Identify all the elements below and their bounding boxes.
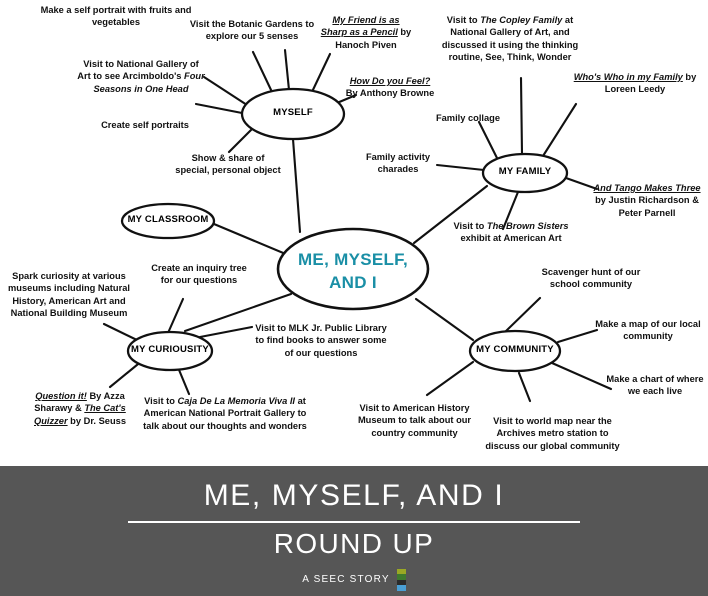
leaf-copley-family: Visit to The Copley Family at National G…: [441, 15, 579, 63]
banner-footer-text: A SEEC STORY: [302, 574, 390, 586]
connector-myself-friend-pencil: [309, 52, 332, 96]
node-my-curiousity: [126, 330, 214, 372]
leaf-national-gallery: Visit to National Gallery of Art to see …: [77, 59, 205, 94]
connector-curiousity-center: [183, 292, 293, 333]
title-banner: ME, MYSELF, AND I ROUND UP A SEEC STORY: [0, 466, 708, 596]
leaf-chart-where-live: Make a chart of where we each live: [606, 374, 704, 397]
connector-myself-show-share: [227, 126, 255, 154]
leaf-how-do-you-feel-book: How Do you Feel? By Anthony Browne: [345, 76, 435, 99]
connector-family-whos-who: [541, 102, 578, 158]
leaf-family-charades: Family activity charades: [365, 152, 431, 175]
banner-title: ME, MYSELF, AND I: [203, 479, 505, 512]
leaf-create-self-portraits: Create self portraits: [101, 120, 189, 130]
connector-community-american-history: [425, 360, 475, 397]
banner-divider: [128, 520, 580, 523]
node-center-me-myself-and-i: [276, 227, 430, 311]
node-my-family: [481, 152, 569, 194]
leaf-spark-curiosity: Spark curiosity at various museums inclu…: [8, 271, 130, 319]
leaf-map-local-community: Make a map of our local community: [595, 319, 701, 342]
leaf-brown-sisters: Visit to The Brown Sisters exhibit at Am…: [453, 221, 569, 244]
leaf-family-collage: Family collage: [435, 113, 501, 123]
connector-community-center: [414, 297, 475, 342]
connector-family-charades: [435, 163, 486, 172]
connector-family-tango: [564, 176, 599, 191]
node-myself: [240, 87, 346, 141]
connector-community-world-map: [517, 371, 532, 403]
leaf-whos-who-book: Who's Who in my Family by Loreen Leedy: [573, 72, 697, 95]
mindmap-canvas: MYSELF MY FAMILY MY CLASSROOM MY CURIOUS…: [8, 5, 704, 451]
connector-family-brown-sisters: [501, 190, 520, 231]
leaf-mlk-library: Visit to MLK Jr. Public Library to find …: [255, 323, 387, 358]
leaf-world-map-archives: Visit to world map near the Archives met…: [485, 416, 620, 451]
leaf-scavenger-hunt: Scavenger hunt of our school community: [541, 267, 641, 290]
leaf-self-portrait-fruits: Make a self portrait with fruits and veg…: [40, 5, 192, 28]
leaf-question-it-books: Question it! By Azza Sharawy & The Cat's…: [34, 391, 126, 426]
connector-myself-national-gallery: [202, 75, 249, 107]
connector-curiousity-mlk: [198, 325, 254, 339]
leaf-american-history: Visit to American History Museum to talk…: [357, 403, 472, 438]
node-my-classroom: [120, 202, 216, 240]
connector-community-scavenger: [503, 296, 542, 334]
leaf-caja-memoria: Visit to Caja De La Memoria Viva II at A…: [143, 396, 307, 431]
connector-community-map-local: [556, 328, 599, 344]
seec-blocks-logo-icon: [396, 568, 406, 591]
leaf-show-share-object: Show & share of special, personal object: [175, 153, 281, 176]
leaf-and-tango-book: And Tango Makes Three by Justin Richards…: [593, 183, 701, 218]
banner-footer: A SEEC STORY: [0, 568, 708, 591]
connector-myself-create-portraits: [194, 102, 244, 115]
connector-myself-self-portrait-fruits: [251, 50, 274, 94]
leaf-inquiry-tree: Create an inquiry tree for our questions: [151, 263, 247, 286]
connector-community-chart: [550, 361, 613, 391]
connector-curiousity-spark: [102, 322, 141, 343]
leaf-botanic-gardens: Visit the Botanic Gardens to explore our…: [189, 19, 315, 42]
connector-curiousity-inquiry-tree: [166, 297, 185, 335]
connector-myself-center: [291, 137, 302, 234]
connector-curiousity-question-it: [108, 358, 145, 389]
connector-family-collage: [477, 120, 499, 160]
connector-family-copley: [519, 76, 524, 156]
connector-family-center: [412, 184, 489, 245]
node-my-community: [468, 329, 562, 373]
leaf-friend-pencil-book: My Friend is as Sharp as a Pencil by Han…: [320, 15, 412, 50]
connector-myself-botanic: [283, 48, 291, 92]
mindmap-connectors-and-nodes: [102, 48, 613, 403]
banner-subtitle: ROUND UP: [273, 527, 435, 559]
connector-classroom-center: [212, 222, 290, 257]
